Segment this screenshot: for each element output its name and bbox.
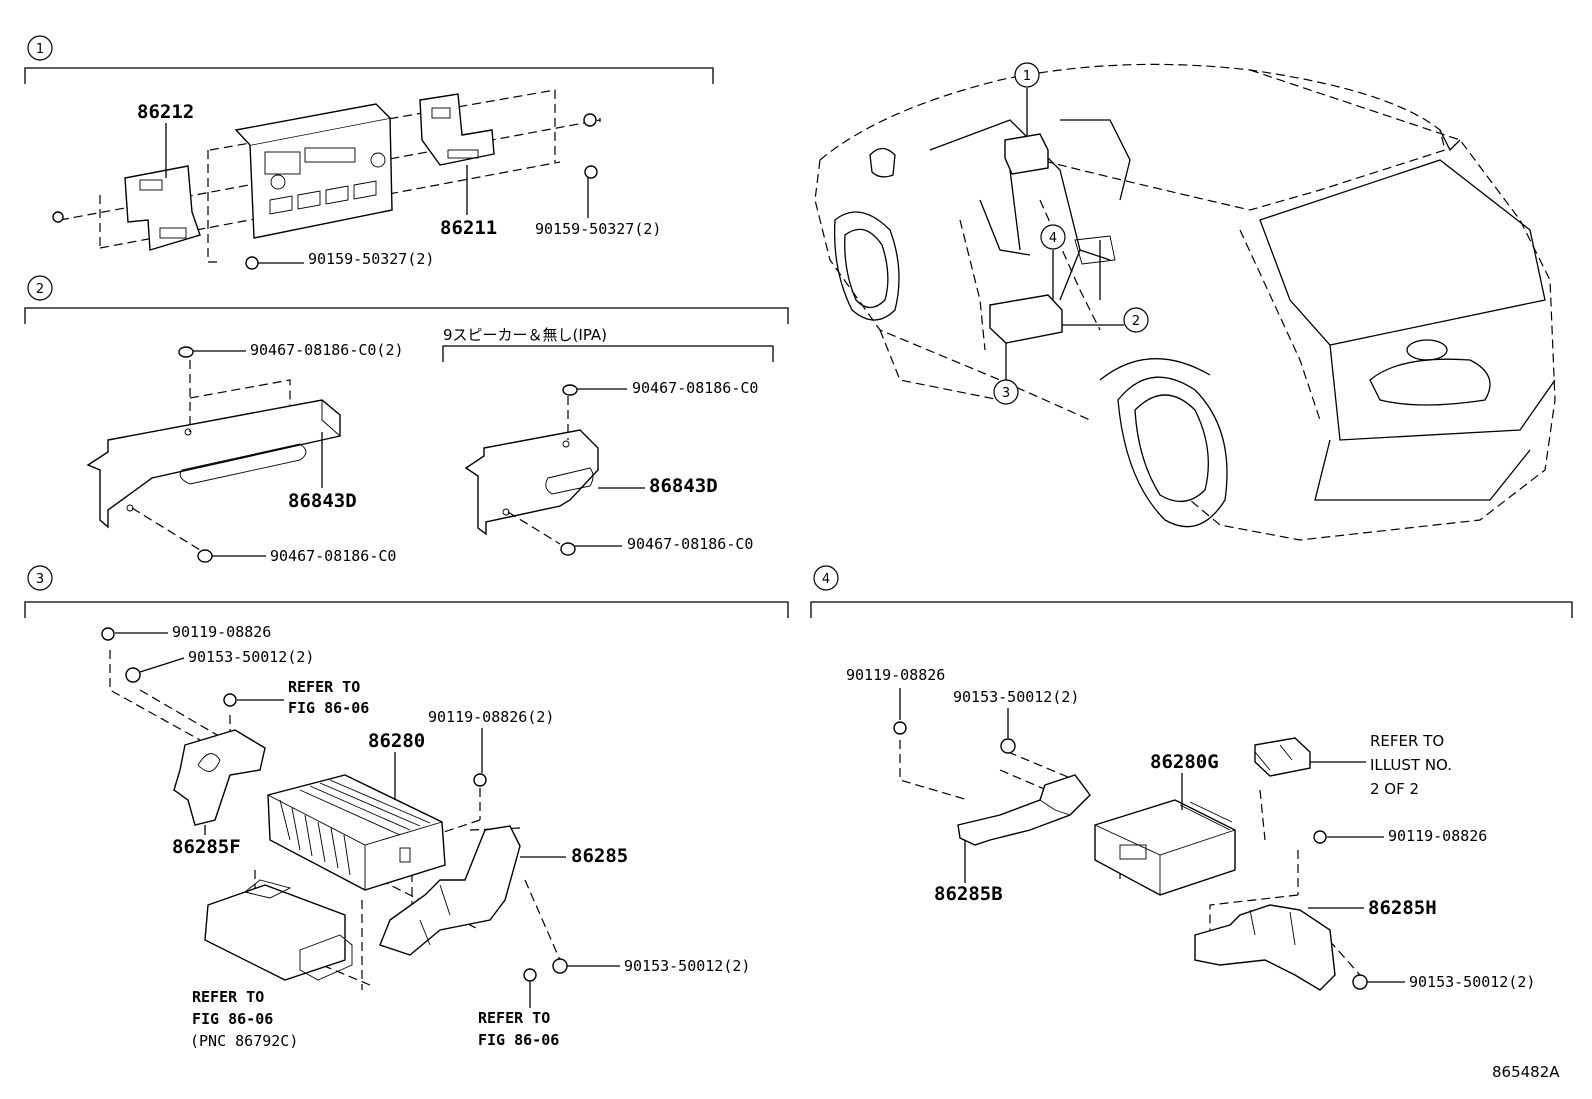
section-3-bracket-line bbox=[24, 601, 789, 618]
section-1: 1 bbox=[24, 35, 714, 270]
part-number-nut-top: 90153-50012(2) bbox=[188, 648, 314, 666]
part-number-bolt-right-4: 90119-08826 bbox=[1388, 827, 1487, 845]
refer-illust-line2: ILLUST NO. bbox=[1370, 756, 1452, 774]
part-number-screw-right: 90159-50327(2) bbox=[535, 220, 661, 238]
vehicle-callout-3 bbox=[993, 379, 1019, 405]
part-number-screw-bottom: 90159-50327(2) bbox=[308, 250, 434, 268]
section-4-number: 4 bbox=[822, 572, 830, 587]
vehicle-callout-1 bbox=[1014, 62, 1040, 88]
part-number-86211: 86211 bbox=[440, 217, 497, 239]
radio-head-unit bbox=[234, 103, 393, 239]
section-2-bracket-line bbox=[24, 307, 789, 324]
speaker-bracket-right bbox=[464, 429, 599, 536]
part-number-clip-top-right: 90467-08186-C0 bbox=[632, 379, 758, 397]
refer-left-line1: REFER TO bbox=[192, 988, 264, 1006]
part-number-86285: 86285 bbox=[571, 845, 628, 867]
vehicle-callout-4-label: 4 bbox=[1049, 231, 1057, 246]
variant-label: 9スピーカー＆無し(IPA) bbox=[443, 326, 607, 344]
screw-icon bbox=[52, 113, 598, 270]
part-number-86285f: 86285F bbox=[172, 836, 241, 858]
part-number-86285h: 86285H bbox=[1368, 897, 1437, 919]
part-number-86843d-right: 86843D bbox=[649, 475, 718, 497]
bolt-icon bbox=[893, 721, 1327, 844]
part-number-bolt-top: 90119-08826 bbox=[172, 623, 271, 641]
vehicle-callout-3-label: 3 bbox=[1002, 386, 1010, 401]
part-number-86212: 86212 bbox=[137, 101, 194, 123]
nut-icon bbox=[1000, 738, 1368, 990]
part-number-86280g: 86280G bbox=[1150, 751, 1219, 773]
vehicle-callout-1-label: 1 bbox=[1023, 69, 1031, 84]
section-1-number: 1 bbox=[36, 42, 44, 57]
section-2-number: 2 bbox=[36, 282, 44, 297]
clip-icon bbox=[560, 384, 578, 556]
section-1-bracket-line bbox=[24, 67, 714, 84]
connector-icon bbox=[1254, 737, 1311, 777]
variant-bracket-line bbox=[442, 345, 774, 362]
part-number-nut-top-4: 90153-50012(2) bbox=[953, 688, 1079, 706]
amplifier-bracket-86285h bbox=[1194, 904, 1336, 991]
refer-top-line1: REFER TO bbox=[288, 678, 360, 696]
part-number-clip-bottom-left: 90467-08186-C0 bbox=[270, 547, 396, 565]
illustration-code: 865482A bbox=[1492, 1063, 1560, 1081]
part-number-nut-bottom-4: 90153-50012(2) bbox=[1409, 973, 1535, 991]
nut-icon bbox=[125, 667, 568, 974]
vehicle-callout-2 bbox=[1123, 307, 1149, 333]
section-3-number: 3 bbox=[36, 572, 44, 587]
part-number-bolt-right: 90119-08826(2) bbox=[428, 708, 554, 726]
amplifier-bracket-left bbox=[173, 729, 266, 826]
vehicle-radio-unit bbox=[1004, 133, 1049, 175]
amplifier-86280g bbox=[1094, 799, 1236, 896]
vehicle-amplifier-unit bbox=[989, 294, 1063, 344]
ecu-module bbox=[204, 879, 353, 981]
section-4: 4 bbox=[810, 565, 1573, 991]
vehicle-callout-2-label: 2 bbox=[1132, 314, 1140, 329]
refer-left-line2: FIG 86-06 bbox=[192, 1010, 273, 1028]
radio-bracket-left bbox=[124, 165, 201, 251]
radio-bracket-right bbox=[419, 93, 495, 166]
amplifier-bracket-right bbox=[379, 825, 521, 956]
part-number-clip-top-left: 90467-08186-C0(2) bbox=[250, 341, 404, 359]
clip-icon bbox=[178, 346, 213, 563]
amplifier-bracket-86285b bbox=[957, 774, 1091, 846]
section-2: 2 9スピーカー＆無し(IPA) 90467-08186-C0(2) 86843… bbox=[24, 275, 789, 565]
part-number-clip-bottom-right: 90467-08186-C0 bbox=[627, 535, 753, 553]
section-1-number-circle bbox=[27, 35, 53, 61]
vehicle-illustration: 1 2 3 4 bbox=[814, 62, 1556, 541]
part-number-86285b: 86285B bbox=[934, 883, 1003, 905]
part-number-86280: 86280 bbox=[368, 730, 425, 752]
section-2-number-circle bbox=[27, 275, 53, 301]
refer-left-line3: (PNC 86792C) bbox=[190, 1032, 298, 1050]
refer-illust-line3: 2 OF 2 bbox=[1370, 780, 1419, 798]
section-4-number-circle bbox=[813, 565, 839, 591]
refer-bottom-line1: REFER TO bbox=[478, 1009, 550, 1027]
vehicle-callout-4 bbox=[1040, 224, 1066, 250]
part-number-86843d-left: 86843D bbox=[288, 490, 357, 512]
refer-top-line2: FIG 86-06 bbox=[288, 699, 369, 717]
part-number-nut-bottom: 90153-50012(2) bbox=[624, 957, 750, 975]
section-3: 3 bbox=[24, 565, 789, 1050]
section-4-bracket-line bbox=[810, 601, 1573, 618]
refer-bottom-line2: FIG 86-06 bbox=[478, 1031, 559, 1049]
part-number-bolt-left: 90119-08826 bbox=[846, 666, 945, 684]
refer-illust-line1: REFER TO bbox=[1370, 732, 1444, 750]
section-3-number-circle bbox=[27, 565, 53, 591]
bolt-icon bbox=[101, 627, 537, 982]
amplifier-86280 bbox=[267, 774, 446, 891]
